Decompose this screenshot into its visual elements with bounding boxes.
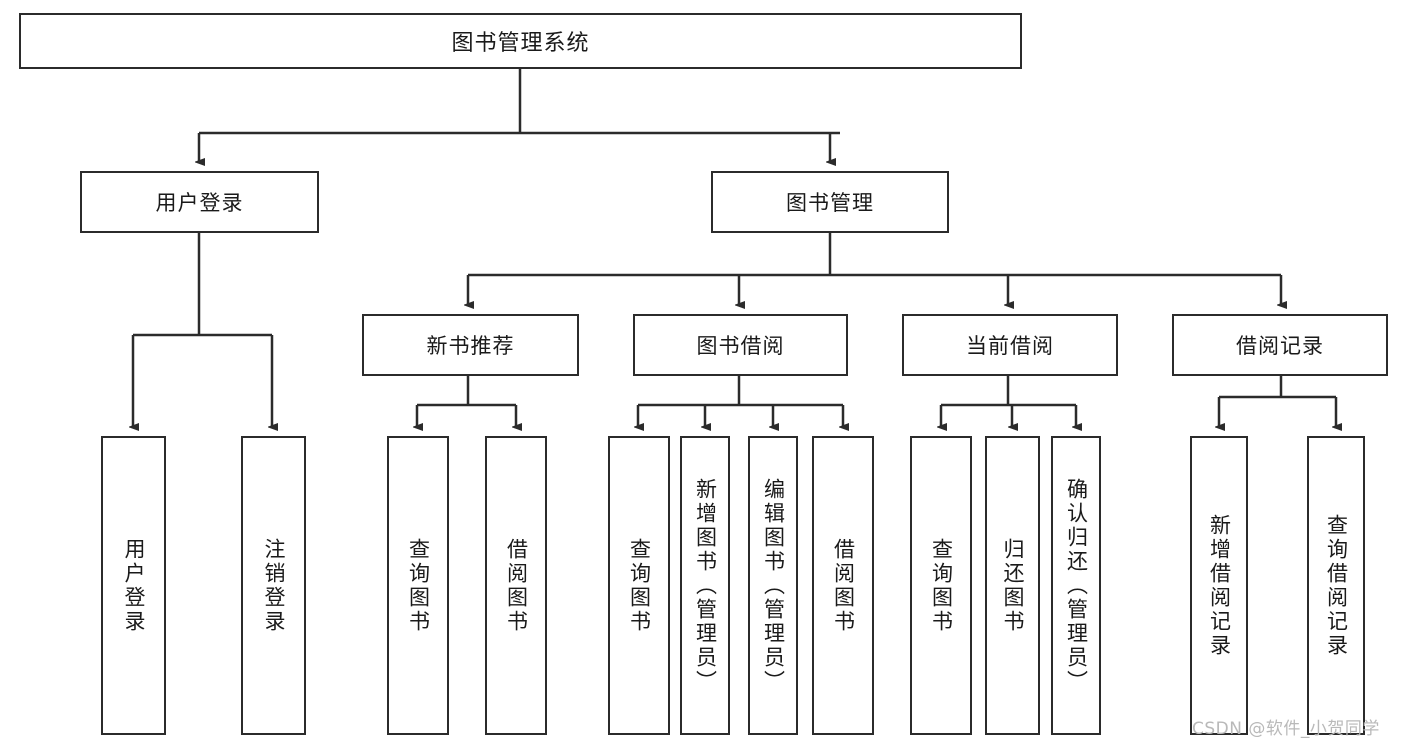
- node-leaf-query-record-label: 查询借阅记录: [1324, 513, 1349, 658]
- node-leaf-borrow-book-1[interactable]: 借阅图书: [485, 436, 547, 735]
- csdn-watermark: CSDN @软件_小贺同学: [1192, 714, 1380, 739]
- node-user-login[interactable]: 用户登录: [80, 171, 319, 233]
- node-book-borrow-label: 图书借阅: [696, 334, 785, 358]
- node-leaf-borrow-book-1-label: 借阅图书: [504, 537, 529, 634]
- node-book-borrow[interactable]: 图书借阅: [633, 314, 848, 376]
- node-leaf-query-book-2[interactable]: 查询图书: [608, 436, 670, 735]
- node-leaf-edit-book-label: 编辑图书（管理员）: [761, 477, 786, 694]
- node-leaf-query-book-3-label: 查询图书: [929, 537, 954, 634]
- csdn-watermark-text: CSDN @软件_小贺同学: [1192, 719, 1380, 739]
- node-leaf-return-book[interactable]: 归还图书: [985, 436, 1040, 735]
- node-leaf-query-book-1[interactable]: 查询图书: [387, 436, 449, 735]
- node-leaf-borrow-book-2-label: 借阅图书: [831, 537, 856, 634]
- node-current-borrow-label: 当前借阅: [966, 334, 1054, 358]
- node-borrow-record-label: 借阅记录: [1236, 334, 1324, 358]
- node-book-manage-label: 图书管理: [786, 191, 874, 215]
- node-leaf-user-login[interactable]: 用户登录: [101, 436, 166, 735]
- node-leaf-add-record-label: 新增借阅记录: [1207, 513, 1232, 658]
- node-leaf-borrow-book-2[interactable]: 借阅图书: [812, 436, 874, 735]
- node-leaf-query-book-1-label: 查询图书: [406, 537, 431, 634]
- node-leaf-edit-book[interactable]: 编辑图书（管理员）: [748, 436, 798, 735]
- node-leaf-add-book-label: 新增图书（管理员）: [693, 477, 718, 694]
- node-current-borrow[interactable]: 当前借阅: [902, 314, 1118, 376]
- node-leaf-return-book-label: 归还图书: [1001, 537, 1025, 634]
- node-leaf-user-logout[interactable]: 注销登录: [241, 436, 306, 735]
- node-leaf-query-record[interactable]: 查询借阅记录: [1307, 436, 1365, 735]
- node-user-login-label: 用户登录: [155, 191, 244, 215]
- node-leaf-user-login-label: 用户登录: [122, 537, 146, 634]
- node-new-book-recommend-label: 新书推荐: [426, 334, 515, 358]
- node-borrow-record[interactable]: 借阅记录: [1172, 314, 1388, 376]
- node-leaf-confirm-return[interactable]: 确认归还（管理员）: [1051, 436, 1101, 735]
- node-leaf-confirm-return-label: 确认归还（管理员）: [1064, 477, 1089, 694]
- node-new-book-recommend[interactable]: 新书推荐: [362, 314, 579, 376]
- node-root-label: 图书管理系统: [451, 31, 590, 56]
- node-leaf-query-book-3[interactable]: 查询图书: [910, 436, 972, 735]
- node-leaf-query-book-2-label: 查询图书: [627, 537, 652, 634]
- node-leaf-add-record[interactable]: 新增借阅记录: [1190, 436, 1248, 735]
- node-root[interactable]: 图书管理系统: [19, 13, 1022, 69]
- node-leaf-user-logout-label: 注销登录: [262, 537, 286, 634]
- node-leaf-add-book[interactable]: 新增图书（管理员）: [680, 436, 730, 735]
- node-book-manage[interactable]: 图书管理: [711, 171, 949, 233]
